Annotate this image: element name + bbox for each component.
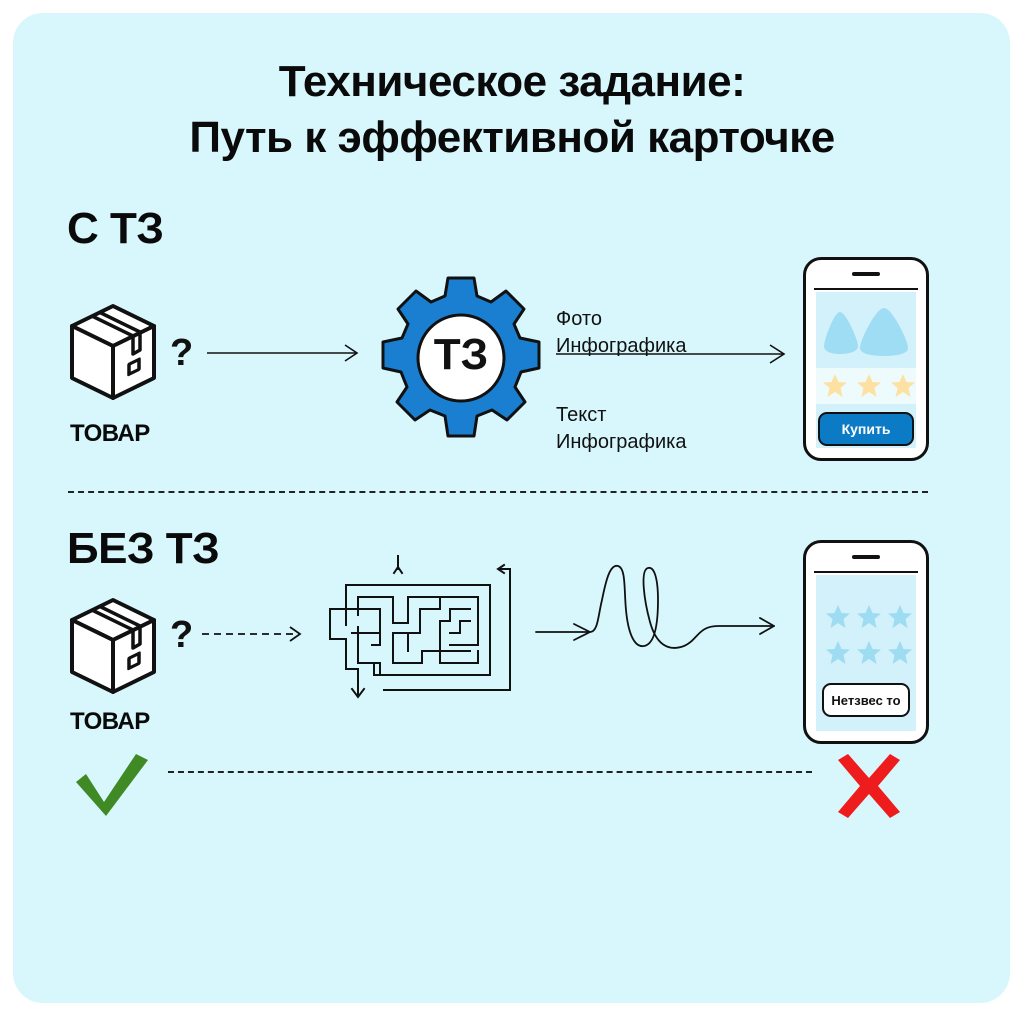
box-icon [70,598,156,694]
product-label: ТОВАР [70,708,150,735]
rating-stars-icon [823,374,915,397]
phone-bad-card: Нетзвес то [803,540,929,744]
infographic-card [13,13,1010,1003]
squiggle-arrow-icon [535,565,775,649]
output-infographic-2: Инфографика [556,431,687,453]
gear-icon [381,276,541,438]
page-title-line2: Путь к эффективной карточке [189,113,835,162]
unknown-button[interactable]: Нетзвес то [822,683,910,717]
phone-speaker [852,555,880,559]
checkmark-icon [76,754,148,816]
box-icon [70,304,156,400]
phone-divider [814,288,918,290]
arrow-right-icon [207,344,359,362]
phone-screen: Нетзвес то [816,575,916,731]
cross-icon [838,754,900,818]
gear-label: ТЗ [433,330,489,379]
section-with-tz-label: С ТЗ [67,204,164,253]
phone-good-card: Купить [803,257,929,461]
unknown-button-label: Нетзвес то [831,692,901,708]
rating-stars-icon [826,605,912,664]
product-label: ТОВАР [70,420,150,447]
output-photo: Фото [556,308,602,330]
output-text: Текст [556,404,607,426]
section-without-tz-label: БЕЗ ТЗ [67,524,220,573]
output-infographic-1: Инфографика [556,335,687,357]
section-divider [68,491,928,493]
question-mark: ? [170,332,194,374]
phone-screen: Купить [816,292,916,448]
question-mark: ? [170,614,194,656]
dashed-arrow-right-icon [202,626,302,642]
phone-speaker [852,272,880,276]
buy-button[interactable]: Купить [818,412,914,446]
arrow-right-icon [556,344,786,364]
page-title-line1: Техническое задание: [278,57,746,106]
maze-icon [329,555,511,699]
phone-divider [814,571,918,573]
product-image-icon [824,308,908,356]
result-divider [168,771,812,773]
